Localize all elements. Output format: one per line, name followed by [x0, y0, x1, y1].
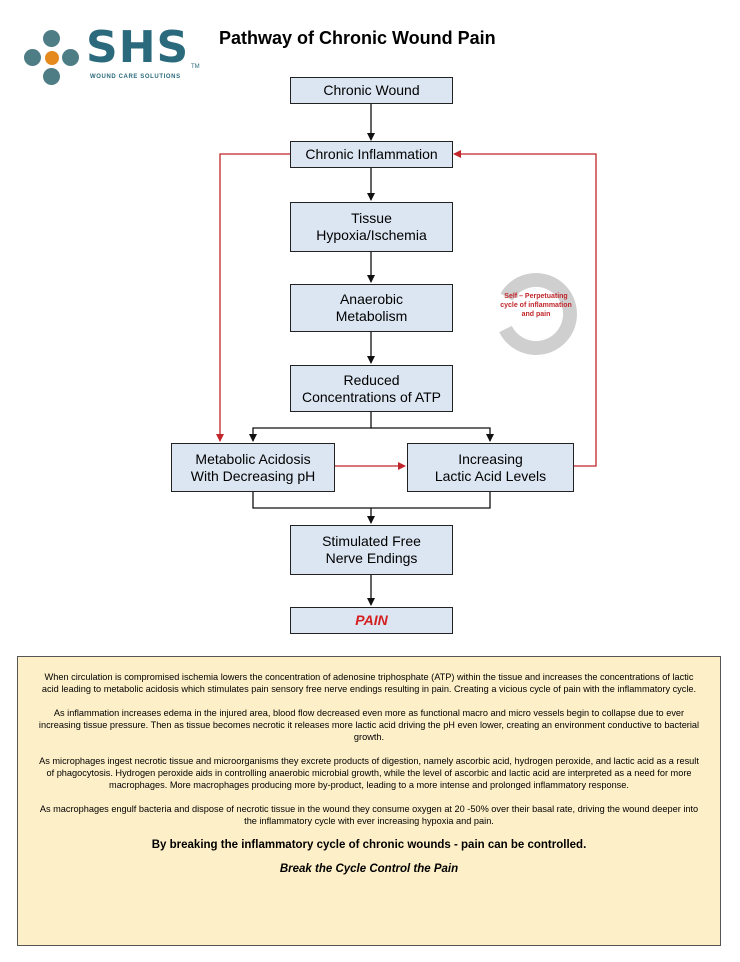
cycle-label: Self – Perpetuating cycle of inflammatio…: [500, 293, 572, 318]
arrow-atp-to-lactic: [371, 427, 494, 442]
note-conclusion: By breaking the inflammatory cycle of ch…: [151, 839, 587, 851]
box-nerve-endings: Stimulated Free Nerve Endings: [290, 525, 453, 575]
explanation-box: When circulation is compromised ischemia…: [17, 656, 721, 946]
feedback-inflammation-to-acidosis: [216, 153, 290, 442]
logo-subtitle: WOUND CARE SOLUTIONS: [90, 74, 181, 80]
box-lactic-acid: Increasing Lactic Acid Levels: [407, 443, 574, 492]
logo-text: SHS: [86, 22, 190, 73]
feedback-lactic-to-inflammation: [453, 150, 597, 467]
box-chronic-inflammation: Chronic Inflammation: [290, 141, 453, 168]
shs-logo: SHS TM WOUND CARE SOLUTIONS: [24, 22, 204, 88]
note-tagline: Break the Cycle Control the Pain: [279, 863, 459, 875]
box-tissue-hypoxia: Tissue Hypoxia/Ischemia: [290, 202, 453, 252]
box-anaerobic-metabolism: Anaerobic Metabolism: [290, 284, 453, 332]
logo-trademark: TM: [191, 64, 200, 70]
logo-dots-icon: [24, 30, 80, 86]
arrow-atp-to-acidosis: [249, 412, 372, 442]
note-paragraph-1: When circulation is compromised ischemia…: [41, 672, 697, 694]
box-chronic-wound: Chronic Wound: [290, 77, 453, 104]
page-title: Pathway of Chronic Wound Pain: [219, 28, 496, 48]
note-paragraph-4: As macrophages engulf bacteria and dispo…: [39, 804, 699, 826]
merge-line: [252, 492, 491, 509]
box-metabolic-acidosis: Metabolic Acidosis With Decreasing pH: [171, 443, 335, 492]
box-pain: PAIN: [290, 607, 453, 634]
flow-connectors: [216, 103, 597, 606]
note-paragraph-2: As inflammation increases edema in the i…: [38, 708, 700, 742]
box-reduced-atp: Reduced Concentrations of ATP: [290, 365, 453, 412]
note-paragraph-3: As microphages ingest necrotic tissue an…: [39, 756, 699, 790]
cycle-arrow-icon: [495, 273, 577, 355]
